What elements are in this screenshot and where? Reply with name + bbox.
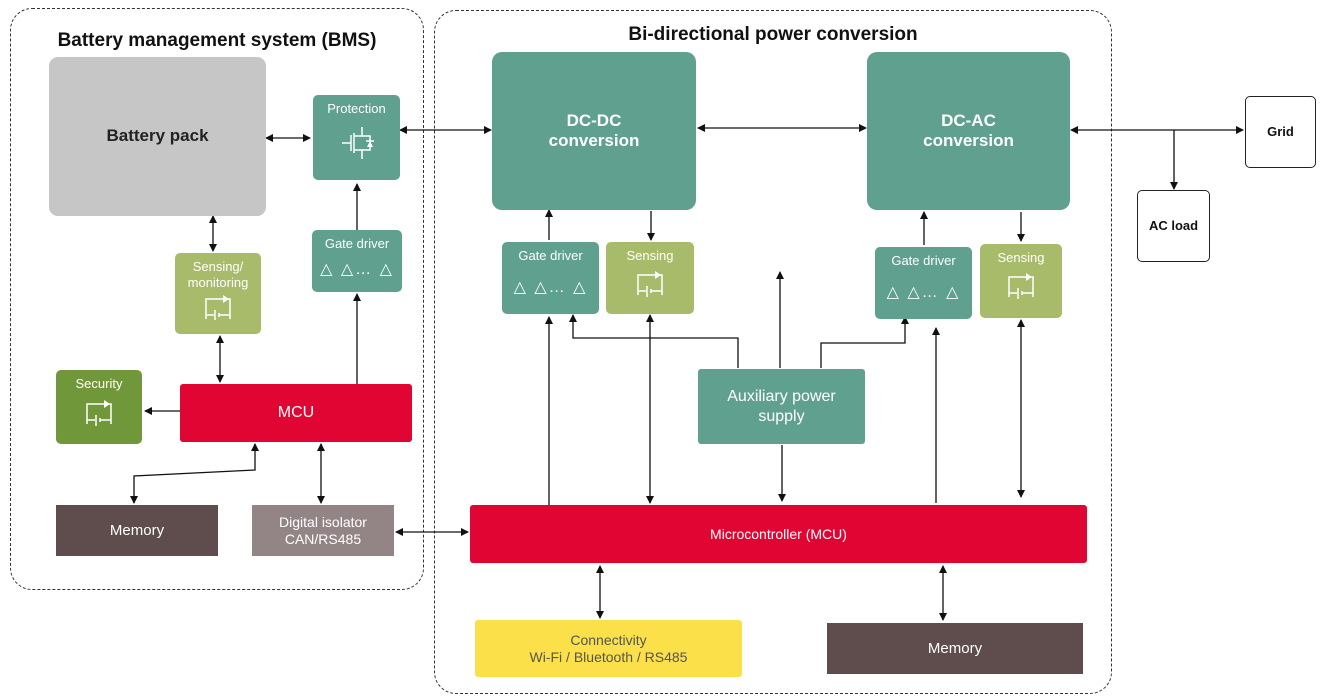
security-label: Security xyxy=(75,376,123,391)
auxiliary-power-supply-label: Auxiliary power supply xyxy=(727,388,836,425)
dcac-conversion-block: DC-AC conversion xyxy=(867,52,1070,210)
bms-gate-driver-block: Gate driver △ △… △ xyxy=(312,230,402,292)
ac-load-block: AC load xyxy=(1137,190,1210,262)
dcdc-conversion-label: DC-DC conversion xyxy=(548,110,640,150)
bms-title: Battery management system (BMS) xyxy=(57,30,377,51)
bms-mcu-label: MCU xyxy=(277,404,315,422)
gate-driver-2-block: Gate driver △ △… △ xyxy=(875,247,972,319)
sensing-1-block: Sensing xyxy=(606,242,694,314)
sensing-2-block: Sensing xyxy=(980,244,1062,318)
bms-mcu-block: MCU xyxy=(180,384,412,442)
sensor-icon xyxy=(205,295,231,321)
power-conversion-frame xyxy=(434,10,1112,694)
auxiliary-power-supply-block: Auxiliary power supply xyxy=(698,369,865,444)
gate-driver-2-label: Gate driver xyxy=(891,253,956,268)
sensing-monitoring-label: Sensing/ monitoring xyxy=(187,259,249,290)
microcontroller-label: Microcontroller (MCU) xyxy=(710,525,847,542)
battery-pack-label: Battery pack xyxy=(106,126,209,146)
bms-memory-label: Memory xyxy=(109,521,165,539)
power-memory-label: Memory xyxy=(927,639,983,657)
microcontroller-block: Microcontroller (MCU) xyxy=(470,505,1087,563)
security-block: Security xyxy=(56,370,142,444)
gate-driver-1-block: Gate driver △ △… △ xyxy=(502,242,599,314)
digital-isolator-block: Digital isolator CAN/RS485 xyxy=(252,505,394,556)
grid-block: Grid xyxy=(1245,96,1316,168)
bms-memory-block: Memory xyxy=(56,505,218,556)
power-memory-block: Memory xyxy=(827,623,1083,674)
gate-driver-1-label: Gate driver xyxy=(518,248,583,263)
sensing-1-sensor-icon xyxy=(637,270,663,297)
ac-load-label: AC load xyxy=(1148,218,1199,234)
bms-gate-driver-label: Gate driver xyxy=(324,236,390,251)
power-conversion-title: Bi-directional power conversion xyxy=(628,24,918,45)
aux-gd1-link xyxy=(569,314,739,368)
protection-label: Protection xyxy=(327,101,386,116)
gate-driver-2-triangles-icon: △ △… △ xyxy=(886,283,961,301)
digital-isolator-label: Digital isolator CAN/RS485 xyxy=(279,513,367,547)
protection-block: Protection xyxy=(313,95,400,180)
battery-pack-block: Battery pack xyxy=(49,57,266,216)
connectivity-label: Connectivity Wi-Fi / Bluetooth / RS485 xyxy=(529,631,688,665)
gate-driver-triangles-icon: △ △… △ xyxy=(320,260,394,278)
sensing-monitoring-block: Sensing/ monitoring xyxy=(175,253,261,334)
aux-gd2-link xyxy=(820,316,909,368)
dcdc-conversion-block: DC-DC conversion xyxy=(492,52,696,210)
grid-label: Grid xyxy=(1267,124,1294,140)
bms-frame xyxy=(10,8,424,590)
sensing-1-label: Sensing xyxy=(626,248,674,263)
sensing-2-sensor-icon xyxy=(1008,272,1034,299)
security-sensor-icon xyxy=(86,399,112,426)
gate-driver-1-triangles-icon: △ △… △ xyxy=(513,278,588,296)
dcac-conversion-label: DC-AC conversion xyxy=(923,110,1014,150)
mosfet-icon xyxy=(341,126,374,159)
connectivity-block: Connectivity Wi-Fi / Bluetooth / RS485 xyxy=(475,620,742,677)
mcu-memory-link xyxy=(130,443,259,504)
sensing-2-label: Sensing xyxy=(997,250,1045,265)
